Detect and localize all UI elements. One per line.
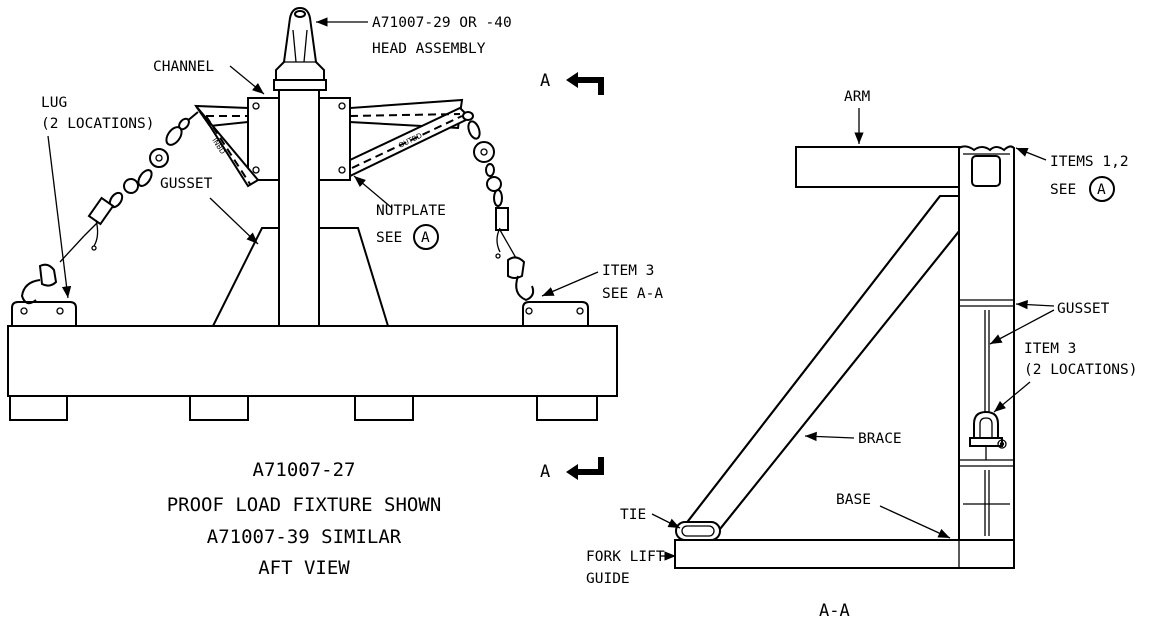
ref-circle-left [413,224,439,250]
label-item3-left-2: SEE A-A [602,286,663,302]
label-head-assembly-1: A71007-29 OR -40 [372,15,512,31]
head-assembly [275,6,325,83]
label-gusset-left: GUSSET [160,176,213,192]
label-lug-1: LUG [41,95,67,111]
label-forklift-1: FORK LIFT [586,549,665,565]
section-marker-top-letter: A [540,71,550,91]
label-item3-right-2: (2 LOCATIONS) [1024,362,1138,378]
center-post [278,89,320,327]
chain-left [20,111,199,315]
section-column [958,145,1015,541]
base-foot-1 [9,395,68,421]
section-brace [675,195,961,535]
label-tie: TIE [620,507,646,523]
label-arm: ARM [844,89,870,105]
base-foot-4 [536,395,598,421]
caption-line-4: AFT VIEW [258,557,350,579]
label-see-left: SEE [376,230,402,246]
base-foot-2 [189,395,249,421]
label-channel: CHANNEL [153,59,214,75]
label-forklift-2: GUIDE [586,571,630,587]
label-see-right: SEE [1050,182,1076,198]
lug-right [522,301,589,327]
base-foot-3 [354,395,414,421]
label-lug-2: (2 LOCATIONS) [41,116,155,132]
caption-line-2: PROOF LOAD FIXTURE SHOWN [167,494,442,516]
lug-left [11,301,77,327]
aft-view-callouts: A71007-29 OR -40 HEAD ASSEMBLY CHANNEL L… [41,15,663,302]
section-view-callouts: ARM ITEMS 1,2 SEE A GUSSET ITEM 3 (2 LOC… [586,89,1138,621]
section-marker-bottom-letter: A [540,462,550,482]
label-base: BASE [836,492,871,508]
label-head-assembly-2: HEAD ASSEMBLY [372,41,486,57]
aft-view: INBD OUTBD [7,6,618,421]
section-arm [795,146,961,188]
caption-line-1: A71007-27 [253,459,356,481]
ref-circle-right [1089,176,1115,202]
ref-circle-left-text: A [421,230,430,246]
chain-right [462,111,584,315]
section-base [674,539,1015,569]
section-marker-bottom: A [540,457,604,482]
caption-line-3: A71007-39 SIMILAR [207,526,402,548]
section-item3-shackle [969,410,1007,460]
base-beam [7,325,618,397]
label-gusset-right: GUSSET [1057,301,1110,317]
label-nutplate: NUTPLATE [376,203,446,219]
label-items-1-2: ITEMS 1,2 [1050,154,1129,170]
label-item3-left-1: ITEM 3 [602,263,654,279]
label-brace: BRACE [858,431,902,447]
label-item3-right-1: ITEM 3 [1024,341,1076,357]
channel-block-right [317,97,351,181]
channel-block-left [247,97,281,181]
ref-circle-right-text: A [1097,182,1106,198]
section-title: A-A [819,601,850,621]
section-marker-top: A [540,71,604,95]
caption: A71007-27 PROOF LOAD FIXTURE SHOWN A7100… [167,459,442,579]
section-view [674,145,1015,569]
